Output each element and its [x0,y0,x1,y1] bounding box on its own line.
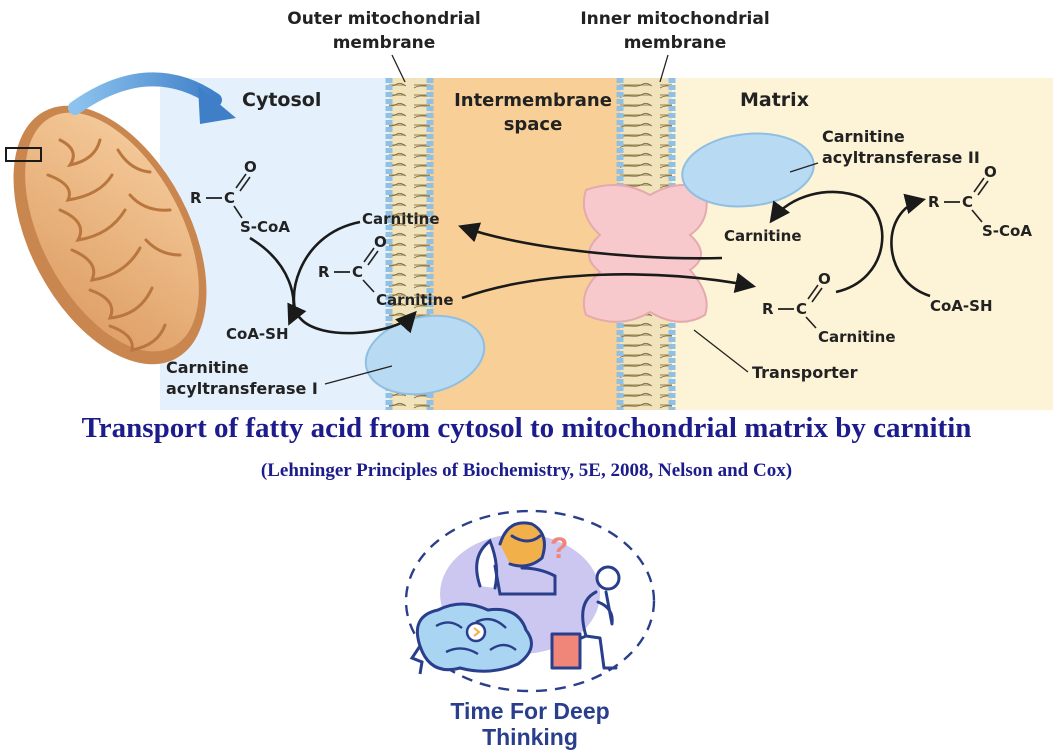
s-coa-label: S-CoA [982,222,1032,240]
acyl-carnitine-matrix: R C O Carnitine [762,270,896,346]
figure-title: Transport of fatty acid from cytosol to … [81,412,972,444]
c-label: C [352,263,363,281]
transporter-pointer [693,329,749,373]
o-label: O [984,163,997,181]
o-label: O [374,233,387,251]
c-label: C [796,300,807,318]
acylcarnitine-import-arrow [461,272,757,300]
acyl-coa-cytosol: R C O S-CoA [190,158,290,236]
sitting-thinker-icon [550,565,621,670]
acyl-carnitine-cytosol: R C O Carnitine [318,233,454,309]
outer-membrane-label-2: membrane [333,33,436,53]
matrix-label: Matrix [740,89,809,111]
diagram-figure: Outer mitochondrial membrane Inner mitoc… [5,9,1053,410]
thinking-person-icon [475,521,557,596]
coash-to-acylcoa-arrow [890,193,931,298]
carnitine-label: Carnitine [818,328,896,346]
carnitine-acyltransferase-i-shape [364,314,486,396]
carnitine-export-arrow [458,222,723,260]
transporter-label: Transporter [752,363,858,382]
coa-sh-label-cytosol: CoA-SH [226,325,289,343]
o-label: O [244,158,257,176]
time-for-deep-thinking-logo: ? Time For Deep Thinking [400,506,660,754]
r-label: R [928,193,940,211]
acyl-coa-matrix: R C O S-CoA [928,163,1032,240]
figure-citation: (Lehninger Principles of Biochemistry, 5… [260,460,793,481]
logo-dashed-ring [404,509,656,693]
intermembrane-label-2: space [504,114,563,135]
cat1-pointer [324,365,393,385]
cat1-label-1: Carnitine [166,358,249,377]
c-label: C [224,189,235,207]
s-coa-label: S-CoA [240,218,290,236]
outer-membrane-pointer [391,54,406,83]
acyl-coa-to-coash-arrow [249,236,307,326]
carnitine-acyltransferase-ii-shape [681,132,815,208]
logo-text-line-2: Thinking [482,724,578,750]
r-label: R [762,300,774,318]
r-label: R [190,189,202,207]
cat2-cycle-arrow [769,190,884,294]
logo-text-line-1: Time For Deep [450,698,610,724]
carnitine-label-matrix: Carnitine [724,227,802,245]
c-label: C [962,193,973,211]
cat2-pointer [789,162,819,173]
question-mark-icon: ? [550,532,568,565]
r-label: R [318,263,330,281]
zoom-arrow-head [198,86,236,124]
intermembrane-label-1: Intermembrane [454,90,612,111]
inner-membrane-label-1: Inner mitochondrial [580,9,769,29]
coa-sh-label-matrix: CoA-SH [930,297,993,315]
o-label: O [818,270,831,288]
inner-membrane-pointer [659,54,669,83]
matrix-region [672,78,1053,410]
cytosol-label: Cytosol [242,89,321,111]
mitochondrion-illustration [5,105,207,365]
carnitine-label: Carnitine [376,291,454,309]
cat1-label-2: acyltransferase I [166,379,318,398]
outer-membrane-label-1: Outer mitochondrial [287,9,481,29]
inner-membrane-label-2: membrane [624,33,727,53]
cat2-label-2: acyltransferase II [822,148,980,167]
head-brain-icon [409,602,533,675]
carnitine-label-cytosol: Carnitine [362,210,440,228]
cat2-label-1: Carnitine [822,127,905,146]
